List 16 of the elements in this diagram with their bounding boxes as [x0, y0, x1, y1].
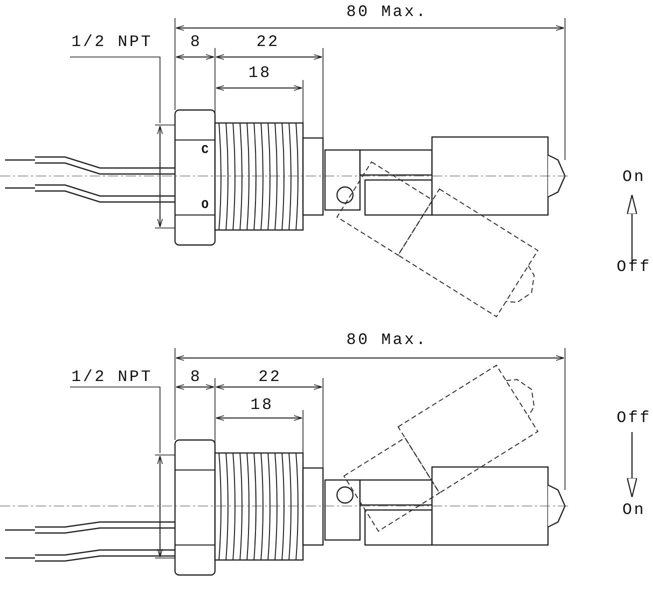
- state-label: Off: [616, 258, 652, 276]
- state-label: On: [622, 501, 646, 519]
- dimension-label: 22: [256, 33, 280, 51]
- terminal-label: O: [201, 197, 209, 214]
- dimension-label: 80 Max.: [346, 331, 428, 349]
- dimension-label: 18: [250, 396, 274, 414]
- state-label: On: [622, 168, 646, 186]
- dimension-label: 18: [248, 64, 272, 82]
- thread-size-label: 1/2 NPT: [71, 368, 153, 386]
- dimension-label: 8: [190, 368, 202, 386]
- terminal-label: C: [201, 142, 209, 159]
- dimension-label: 80 Max.: [346, 3, 428, 21]
- dimension-label: 22: [258, 368, 282, 386]
- thread-size-label: 1/2 NPT: [71, 33, 153, 51]
- state-label: Off: [616, 409, 652, 427]
- dimension-label: 8: [190, 33, 202, 51]
